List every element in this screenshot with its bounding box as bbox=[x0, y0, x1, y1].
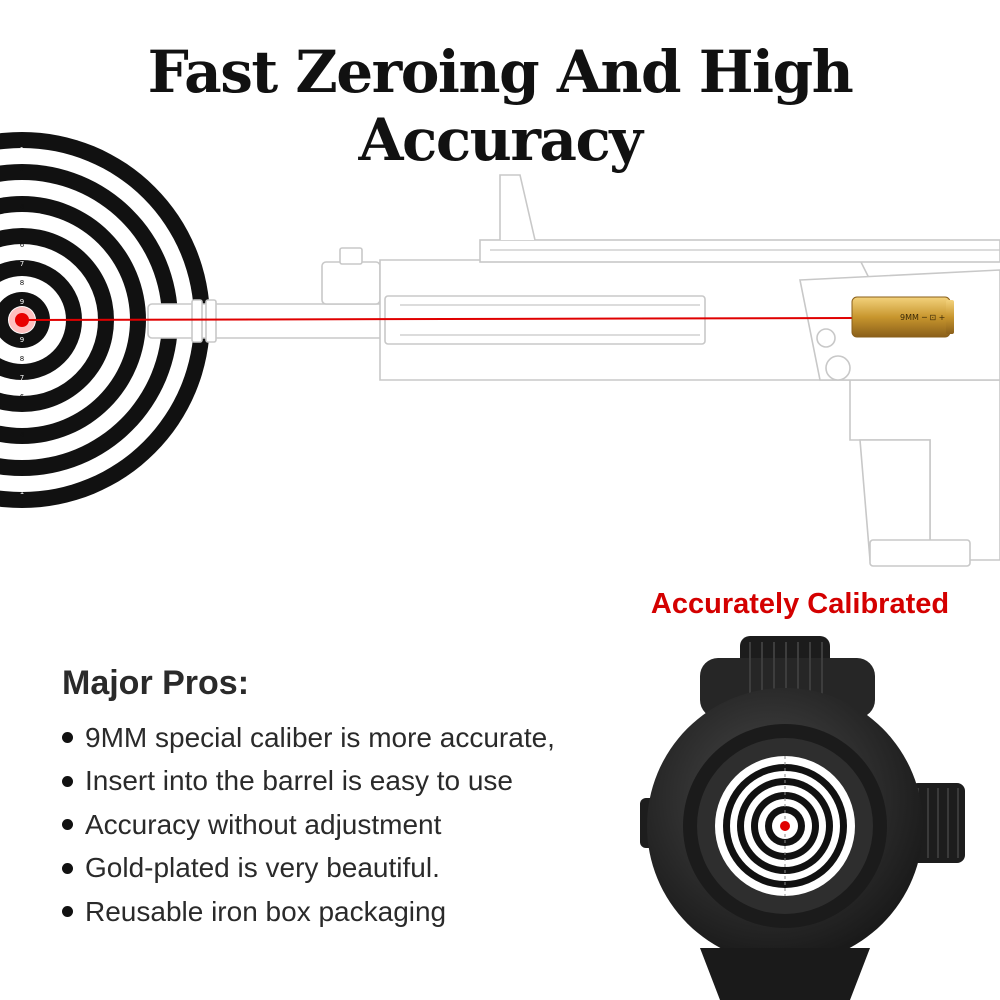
rifle-laser-illustration: 12345678910987654321 bbox=[0, 132, 1000, 567]
pros-heading: Major Pros: bbox=[62, 664, 250, 702]
target-ring-number: 1 bbox=[20, 146, 24, 154]
target-ring-number: 5 bbox=[20, 412, 24, 420]
page-title: Fast Zeroing And High Accuracy bbox=[147, 38, 854, 174]
red-dot bbox=[780, 821, 790, 831]
cartridge-marking: 9MM bbox=[900, 313, 919, 322]
pro-text: Gold-plated is very beautiful. bbox=[85, 852, 440, 884]
bullet-icon bbox=[62, 732, 73, 744]
target-ring-number: 6 bbox=[20, 241, 25, 249]
target-ring-number: 3 bbox=[20, 184, 24, 192]
bullet-icon bbox=[62, 775, 73, 787]
target-ring-number: 5 bbox=[20, 222, 24, 230]
target-ring-number: 9 bbox=[20, 336, 24, 344]
target-ring-number: 6 bbox=[20, 393, 25, 401]
bullet-icon bbox=[62, 819, 73, 831]
target-ring-number: 7 bbox=[20, 260, 24, 268]
pro-text: Insert into the barrel is easy to use bbox=[85, 765, 513, 797]
target-ring-number: 4 bbox=[20, 203, 25, 211]
target-ring-number: 8 bbox=[20, 279, 24, 287]
rifle-outline bbox=[147, 174, 1000, 567]
target-ring-number: 2 bbox=[20, 469, 24, 477]
pro-text: 9MM special caliber is more accurate, bbox=[85, 721, 555, 753]
list-item: Accuracy without adjustment bbox=[62, 803, 555, 847]
list-item: 9MM special caliber is more accurate, bbox=[62, 716, 555, 760]
target-ring-number: 9 bbox=[20, 298, 24, 306]
laser-dot bbox=[15, 313, 29, 327]
laser-beam bbox=[21, 317, 857, 321]
red-dot-sight-illustration bbox=[640, 636, 965, 1000]
target-ring-number: 2 bbox=[20, 165, 24, 173]
list-item: Gold-plated is very beautiful. bbox=[62, 847, 555, 891]
target-ring-number: 7 bbox=[20, 374, 24, 382]
target-ring-number: 8 bbox=[20, 355, 24, 363]
bullet-icon bbox=[62, 906, 73, 918]
accurately-calibrated-label: Accurately Calibrated bbox=[650, 588, 950, 620]
target-ring-number: 3 bbox=[20, 450, 24, 458]
pro-text: Accuracy without adjustment bbox=[85, 808, 442, 840]
svg-text:─ ⊡ +: ─ ⊡ + bbox=[921, 313, 945, 322]
target-ring-number: 1 bbox=[20, 488, 24, 496]
list-item: Insert into the barrel is easy to use bbox=[62, 760, 555, 804]
lens-target bbox=[715, 756, 855, 896]
pros-list: 9MM special caliber is more accurate, In… bbox=[62, 716, 555, 934]
bullet-icon bbox=[62, 862, 73, 874]
pro-text: Reusable iron box packaging bbox=[85, 895, 447, 927]
list-item: Reusable iron box packaging bbox=[62, 890, 555, 934]
brass-cartridge: 9MM ─ ⊡ + bbox=[851, 296, 954, 338]
target-ring-number: 4 bbox=[20, 431, 25, 439]
